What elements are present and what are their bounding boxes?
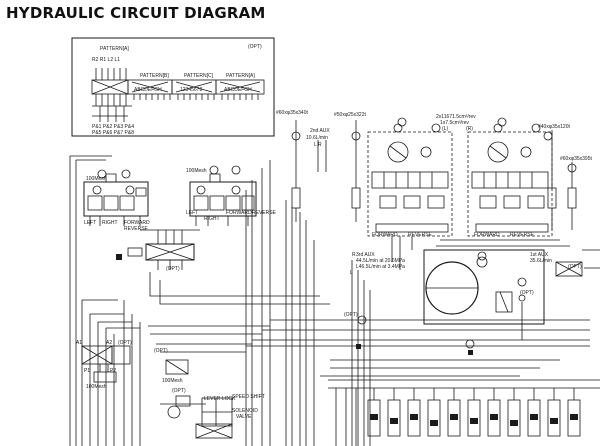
- pattern-a2-label: PATTERN[A]: [226, 73, 255, 79]
- aux2-flow: 10.6L/min: [306, 135, 328, 141]
- aux-valve-right: [518, 249, 600, 340]
- aux1-flow: 35.6L/min: [530, 258, 552, 264]
- hose-right-label: #40xφ35x120t: [538, 124, 570, 130]
- motor-spec-label: 2x11671.5cm³/rev: [436, 114, 476, 120]
- mesh-mid-label: 100Mesh: [186, 168, 207, 174]
- mesh-left-label: 100Mesh: [86, 176, 107, 182]
- aux3-flow: 44.5L/min at 20.6MPa: [356, 258, 405, 264]
- pilot-valve-left: [83, 173, 149, 226]
- pattern-a-label: PATTERN[A]: [100, 46, 129, 52]
- forward2-label: FORWARD: [226, 210, 252, 216]
- valve-spools: [116, 254, 578, 426]
- pattern-selector-box: [71, 37, 275, 137]
- pattern-opt-label: (OPT): [248, 44, 262, 50]
- pattern-b-label: PATTERN[B]: [140, 73, 169, 79]
- central-line-bundle: [149, 200, 590, 446]
- motor-spec2-label: 1x7.5cm³/rev: [440, 120, 469, 126]
- control-valve-bank: [328, 379, 600, 446]
- a1-label: A1: [76, 340, 82, 346]
- opt-label-c: (OPT): [154, 348, 168, 354]
- r-port-label: R: [352, 252, 356, 258]
- solenoid-label: SOLENOID: [232, 408, 258, 414]
- hose-mid-label: #50xφ25x322t: [334, 112, 366, 118]
- reverse-label-left: REVERSE: [408, 232, 433, 238]
- pattern-ports-bottom2: P&5 P&6 P&7 P&8: [92, 130, 134, 136]
- hose-far-label: #60xφ35x395t: [560, 156, 592, 162]
- p1-label: P1: [84, 368, 90, 374]
- travel-motor-right: [467, 123, 553, 237]
- travel-selector-valve: [127, 229, 200, 270]
- l-port-label: L: [350, 270, 353, 276]
- right1-label: RIGHT: [102, 220, 118, 226]
- pattern-row-a: ABCDEFGH: [134, 87, 162, 93]
- aux2-lr: L R: [314, 142, 322, 148]
- pattern-ports-bottom: P&1 P&2 P&3 P&4: [92, 124, 134, 130]
- opt-label-g: (OPT): [118, 340, 132, 346]
- left2-label: LEFT: [186, 210, 198, 216]
- swivel-and-tank: [391, 236, 570, 325]
- opt-label-b: (OPT): [344, 312, 358, 318]
- reverse2-label: REVERSE: [252, 210, 277, 216]
- left-bus-lines: [69, 155, 271, 446]
- aux3-label: 3rd AUX: [356, 252, 375, 258]
- hose-markers: [291, 120, 577, 230]
- lever-lock-label: LEVER LOCK: [204, 396, 236, 402]
- reverse-label-right: REVERSE: [510, 232, 535, 238]
- mesh-bottom2-label: 100Mesh: [162, 378, 183, 384]
- p2-label: P2: [110, 368, 116, 374]
- pattern-row-c: ABCDEFGH: [224, 87, 252, 93]
- aux2-label: 2nd AUX: [310, 128, 330, 134]
- valve-label: VALVE: [236, 414, 252, 420]
- right2-label: RIGHT: [204, 216, 220, 222]
- aux1-label: 1st AUX: [530, 252, 549, 258]
- forward-label-left: FORWARD: [372, 232, 398, 238]
- opt-label-f: (OPT): [520, 290, 534, 296]
- opt-label-a: (OPT): [166, 266, 180, 272]
- pilot-valve-right: [189, 173, 257, 226]
- a2-label: A2: [106, 340, 112, 346]
- page-title: HYDRAULIC CIRCUIT DIAGRAM: [6, 4, 266, 22]
- opt-label-e: (OPT): [568, 264, 582, 270]
- bracket-r-label: (R): [466, 126, 473, 132]
- speed-shift-label: SPEED SHIFT: [232, 394, 265, 400]
- opt-label-d: (OPT): [172, 388, 186, 394]
- mesh-bottom-label: 100Mesh: [86, 384, 107, 390]
- left1-label: LEFT: [84, 220, 96, 226]
- forward1-label: FORWARD: [124, 220, 150, 226]
- callout-circles: [97, 117, 577, 349]
- forward-label-right: FORWARD: [474, 232, 500, 238]
- pattern-row-b: 12345678: [180, 87, 202, 93]
- hose-left-label: #60xφ35x340t: [276, 110, 308, 116]
- reverse1-label: REVERSE: [124, 226, 149, 232]
- pattern-ports-top: R2 R1 L2 L1: [92, 57, 120, 63]
- aux3-flow2: L46.5L/min at 3.4MPa: [356, 264, 405, 270]
- pattern-c-label: PATTERN[C]: [184, 73, 214, 79]
- bottom-left-valves: [81, 345, 233, 439]
- bracket-l-label: (L): [442, 126, 448, 132]
- travel-motor-left: [367, 123, 453, 237]
